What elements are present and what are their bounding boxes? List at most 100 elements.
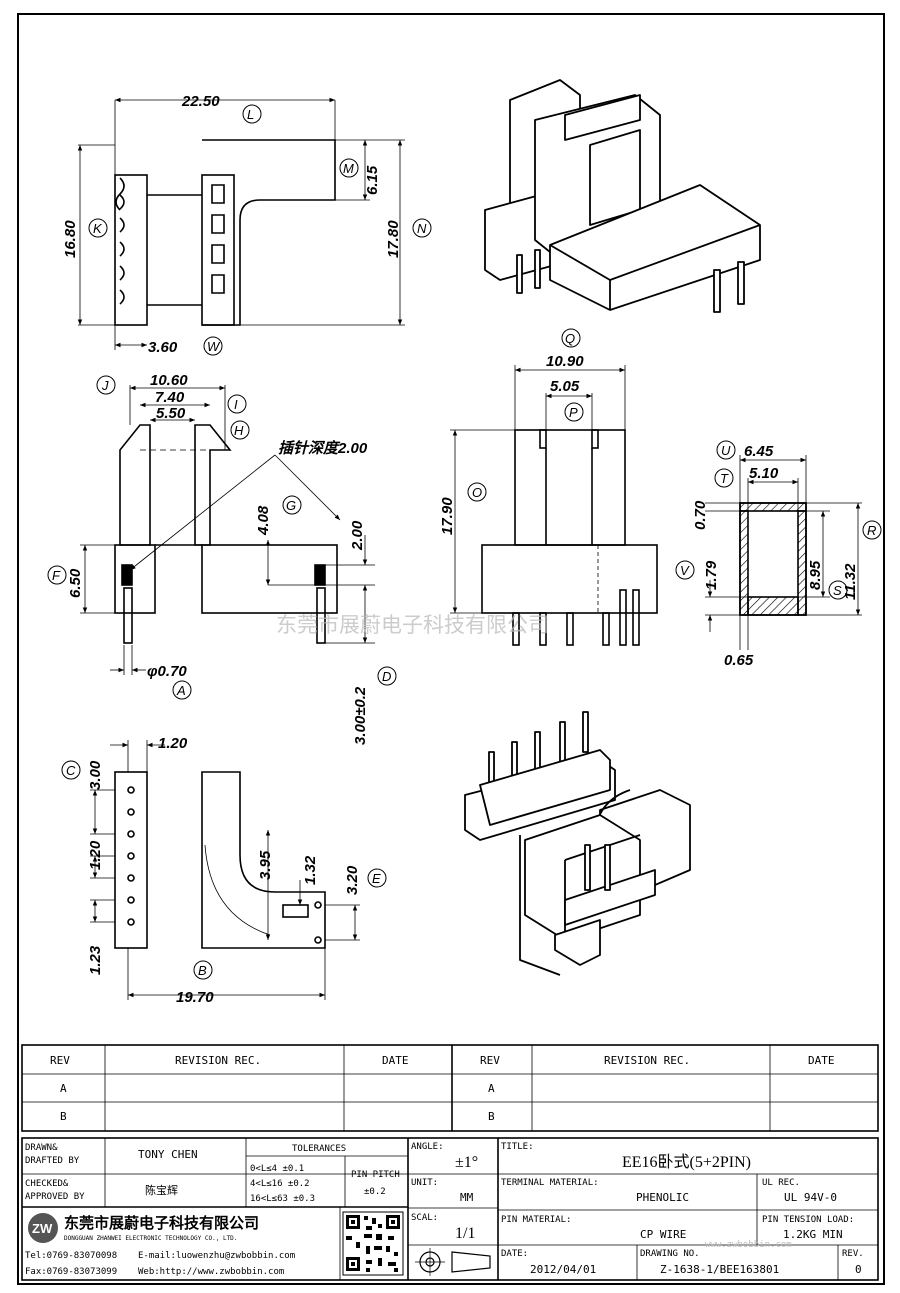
dim-side-h: 17.90 xyxy=(439,497,456,535)
front-view xyxy=(80,385,375,675)
dim-top-overall: 17.80 xyxy=(385,220,402,258)
dim-bot-e2: 1.32 xyxy=(302,855,319,885)
company-logo: ZW xyxy=(28,1213,58,1243)
dim-bot-width: 19.70 xyxy=(176,989,214,1006)
drawing-no-value: Z-1638-1/BEE163801 xyxy=(660,1263,779,1276)
tag-A: A xyxy=(176,683,186,698)
tag-T: T xyxy=(720,471,729,486)
tag-G: G xyxy=(286,498,296,513)
dim-top-notch: 6.15 xyxy=(364,165,381,195)
company-web: Web:http://www.zwbobbin.com xyxy=(138,1267,284,1277)
company-fax: Fax:0769-83073099 xyxy=(25,1267,117,1277)
dim-front-w3: 5.50 xyxy=(156,405,186,422)
tol-1: 0<L≤4 ±0.1 xyxy=(250,1164,304,1174)
watermark: 东莞市展蔚电子科技有限公司 xyxy=(276,613,549,637)
dim-sec-v: 1.79 xyxy=(703,560,720,590)
tag-V: V xyxy=(680,563,690,578)
rev-header-6: DATE xyxy=(808,1054,835,1067)
unit-value: MM xyxy=(460,1191,474,1204)
tag-Q: Q xyxy=(565,331,575,346)
dim-sec-bottom: 0.65 xyxy=(724,652,754,669)
pin-mat-value: CP WIRE xyxy=(640,1228,686,1241)
title-block xyxy=(21,1137,879,1281)
date-label: DATE: xyxy=(501,1249,528,1259)
rev-value: 0 xyxy=(855,1263,862,1276)
title-label: TITLE: xyxy=(501,1142,534,1152)
tol-3: 16<L≤63 ±0.3 xyxy=(250,1194,315,1204)
tag-B: B xyxy=(198,963,207,978)
drawn-label-1: DRAWN& xyxy=(25,1143,58,1153)
iso-view-bottom xyxy=(464,711,691,976)
tolerances-label: TOLERANCES xyxy=(292,1144,346,1154)
rev-row-a-2: A xyxy=(488,1082,495,1095)
angle-label: ANGLE: xyxy=(411,1142,444,1152)
angle-value: ±1° xyxy=(455,1154,478,1171)
tag-O: O xyxy=(472,485,482,500)
web-watermark: www.zwbobbin.com xyxy=(705,1240,792,1250)
dim-side-w2: 5.05 xyxy=(550,378,580,395)
tag-J: J xyxy=(101,378,109,393)
drawing-no-label: DRAWING NO. xyxy=(640,1249,700,1259)
checked-by: 陈宝辉 xyxy=(145,1183,178,1197)
tag-S: S xyxy=(833,583,842,598)
iso-view-top xyxy=(484,79,761,313)
dim-front-w1: 10.60 xyxy=(150,372,188,389)
dim-bot-e3: 3.20 xyxy=(344,865,361,895)
drawn-by: TONY CHEN xyxy=(138,1148,198,1161)
company-tel: Tel:0769-83070098 xyxy=(25,1251,117,1261)
tag-E: E xyxy=(372,871,381,886)
ul-value: UL 94V-0 xyxy=(784,1191,837,1204)
dim-front-g: 4.08 xyxy=(255,505,272,536)
dim-front-w2: 7.40 xyxy=(155,389,185,406)
dim-front-pin-len: 3.00±0.2 xyxy=(352,686,369,745)
dim-sec-u: 6.45 xyxy=(744,443,774,460)
top-view xyxy=(77,97,405,350)
tag-L: L xyxy=(247,107,254,122)
dim-top-width: 22.50 xyxy=(181,93,220,110)
rev-header-2: REVISION REC. xyxy=(175,1054,261,1067)
dim-top-wall: 3.60 xyxy=(148,339,178,356)
tag-H: H xyxy=(234,423,244,438)
scale-value: 1/1 xyxy=(455,1225,475,1242)
sheet-border xyxy=(17,13,885,1285)
tag-M: M xyxy=(343,161,354,176)
dim-sec-t: 5.10 xyxy=(749,465,779,482)
dim-sec-r: 11.32 xyxy=(842,563,859,600)
company-email: E-mail:luowenzhu@zwbobbin.com xyxy=(138,1251,295,1261)
date-value: 2012/04/01 xyxy=(530,1263,596,1276)
dim-top-height: 16.80 xyxy=(62,220,79,258)
tag-F: F xyxy=(52,568,61,583)
dim-bot-pitch: 1.20 xyxy=(87,840,104,870)
tag-C: C xyxy=(66,763,76,778)
rev-row-a-1: A xyxy=(60,1082,67,1095)
dim-side-w1: 10.90 xyxy=(546,353,584,370)
section-view xyxy=(705,455,862,650)
checked-label-2: APPROVED BY xyxy=(25,1192,85,1202)
dim-front-h2: 2.00 xyxy=(349,520,366,551)
logo-text: ZW xyxy=(32,1221,53,1236)
qr-code xyxy=(346,1215,400,1272)
tag-U: U xyxy=(721,443,731,458)
terminal-label: TERMINAL MATERIAL: xyxy=(501,1178,599,1188)
tag-P: P xyxy=(569,405,578,420)
rev-header-4: REV xyxy=(480,1054,500,1067)
dim-bot-pin-off: 1.23 xyxy=(87,945,104,975)
tension-value: 1.2KG MIN xyxy=(783,1228,843,1241)
side-view xyxy=(450,365,658,646)
rev-row-b-2: B xyxy=(488,1110,495,1123)
dim-bot-top: 1.20 xyxy=(158,735,188,752)
rev-row-b-1: B xyxy=(60,1110,67,1123)
company-cn: 东莞市展蔚电子科技有限公司 xyxy=(64,1214,259,1232)
drawn-label-2: DRAFTED BY xyxy=(25,1156,80,1166)
dim-front-pin-dia: φ0.70 xyxy=(147,663,187,680)
revision-table xyxy=(21,1044,879,1132)
rev-header-3: DATE xyxy=(382,1054,409,1067)
rev-header-5: REVISION REC. xyxy=(604,1054,690,1067)
pin-pitch: ±0.2 xyxy=(364,1187,386,1197)
tag-I: I xyxy=(234,397,238,412)
terminal-value: PHENOLIC xyxy=(636,1191,689,1204)
projection-symbol-icon xyxy=(415,1248,491,1276)
scale-label: SCAL: xyxy=(411,1213,438,1223)
